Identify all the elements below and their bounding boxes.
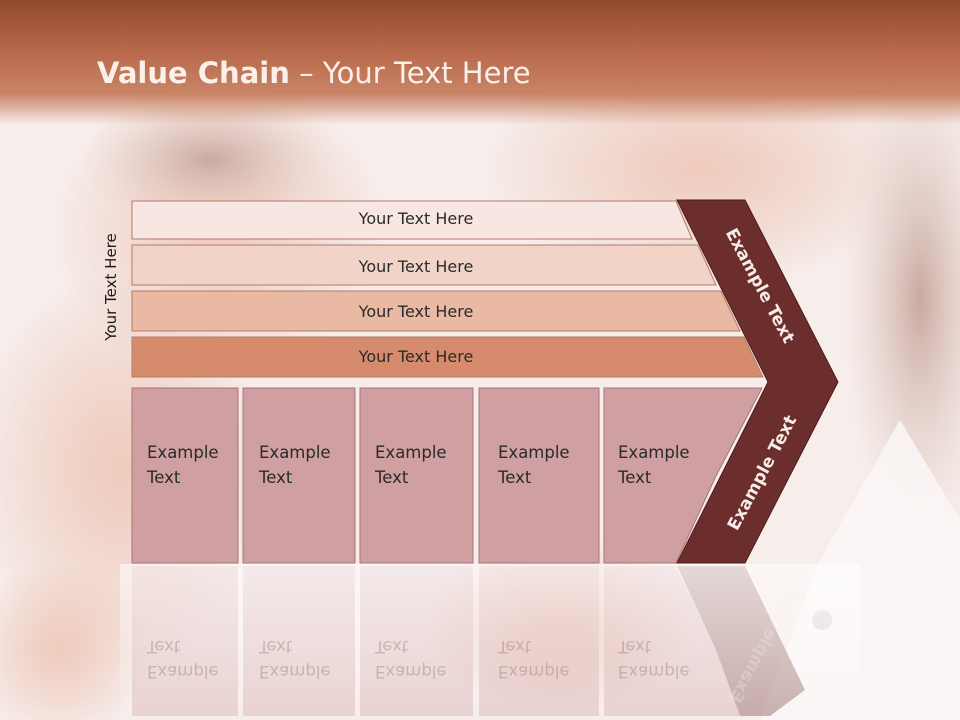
box-1 [131,387,239,564]
slide-title: Value Chain – Your Text Here [97,56,531,90]
row-3-label: Your Text Here [358,302,474,321]
row-4-bar [131,336,764,378]
row-2-bar [131,244,717,286]
title-band [0,0,960,125]
box-3 [359,387,474,564]
row-1-label: Your Text Here [358,209,474,228]
box-2 [242,387,356,564]
row-4-label: Your Text Here [358,347,474,366]
box-4 [478,387,600,564]
chevron-arrow [676,199,839,564]
row-2-label: Your Text Here [358,257,474,276]
box-5 [603,387,763,564]
row-1-bar [131,200,693,240]
row-3-bar [131,290,741,332]
